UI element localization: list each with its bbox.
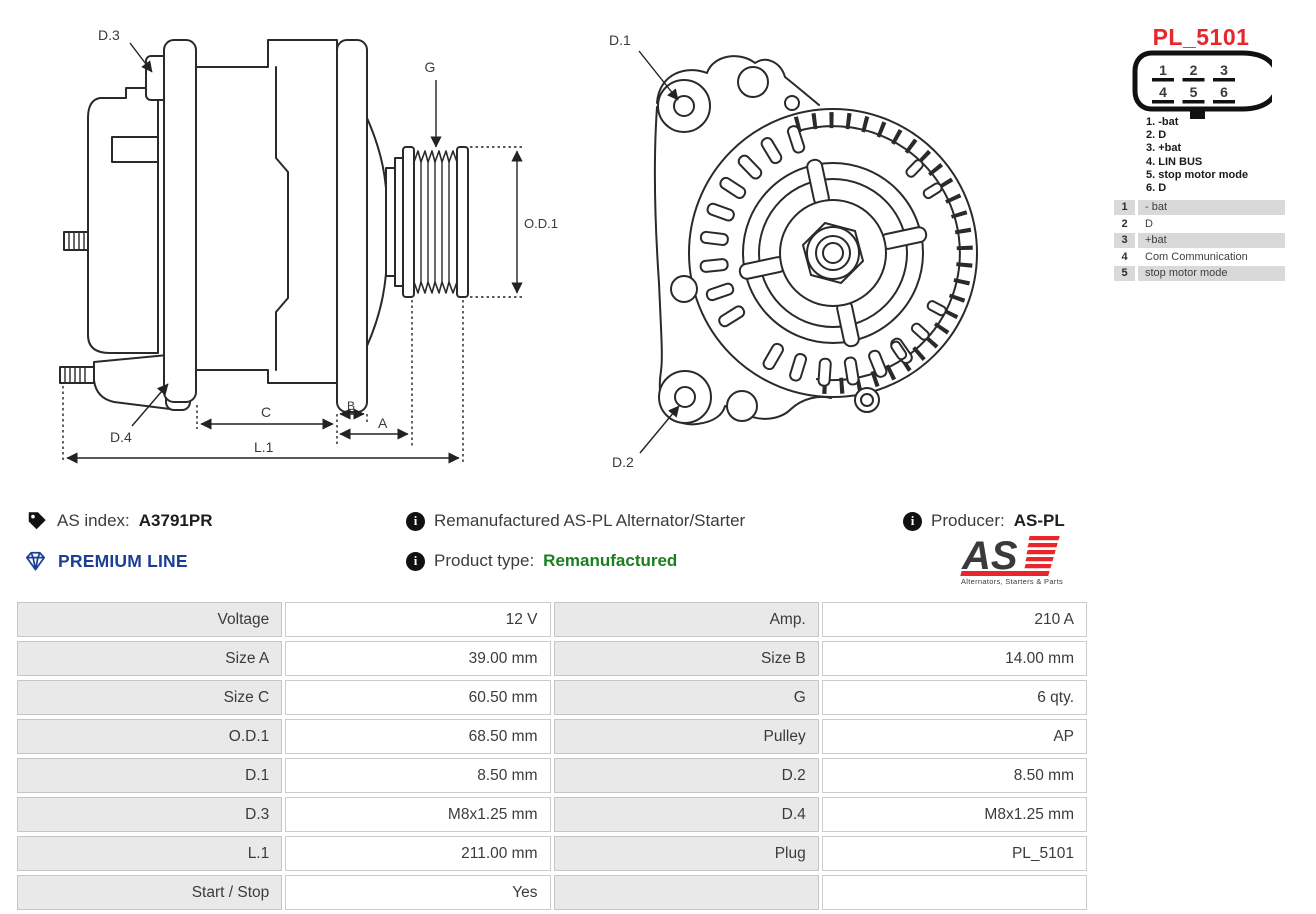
pin-map-row: 4 Com Communication [1114,249,1285,264]
spec-value-cell: PL_5101 [821,836,1087,871]
pin-legend-line: 3. +bat [1146,142,1182,155]
spec-value-cell: 14.00 mm [821,641,1087,676]
spec-value-cell: 12 V [285,602,551,637]
spec-label-cell: Size C [17,680,283,715]
dim-label-b: B [347,399,355,413]
spec-value-cell: 60.50 mm [285,680,551,715]
spec-value-cell: AP [821,719,1087,754]
product-description: Remanufactured AS-PL Alternator/Starter [434,511,746,530]
dim-label-d2: D.2 [612,454,634,470]
dim-label-d1: D.1 [609,32,631,48]
spec-label-cell: Plug [553,836,819,871]
pin-map-row: 3 +bat [1114,233,1285,248]
plug-code-title: PL_5101 [1152,24,1250,50]
premium-line-label: PREMIUM LINE [58,550,188,571]
info-icon: i [406,551,425,571]
product-type-value: Remanufactured [543,551,678,570]
spec-label-cell: G [553,680,819,715]
spec-label-cell: D.3 [17,797,283,832]
pin-map-row: 2 D [1114,216,1285,231]
pin-legend-line: 4. LIN BUS [1146,155,1203,168]
spec-value-cell: 8.50 mm [821,758,1087,793]
description-row: i Remanufactured AS-PL Alternator/Starte… [406,506,745,536]
pin-legend-line: 5. stop motor mode [1146,168,1249,181]
dim-label-d4: D.4 [110,429,132,445]
logo-text: AS [961,534,1018,578]
pin-legend-line: 2. D [1146,129,1167,142]
info-icon: i [406,511,425,531]
product-type-row: i Product type: Remanufactured [406,546,677,576]
diamond-icon [25,551,46,571]
spec-value-cell: 68.50 mm [285,719,551,754]
connector-diagram: 1 2 3 4 5 6 [1132,50,1272,119]
spec-value-cell: 210 A [821,602,1087,637]
tag-icon [28,512,46,530]
pin-number: 1 [1159,62,1167,78]
pin-map-table: 1 - bat 2 D 3 +bat 4 Com Communication 5… [1114,200,1285,283]
spec-label-cell: Amp. [553,602,819,637]
spec-label-cell: Voltage [17,602,283,637]
pin-map-row: 5 stop motor mode [1114,266,1285,281]
spec-label-cell: Start / Stop [17,875,283,910]
premium-line-row: PREMIUM LINE [22,546,188,576]
spec-row: Start / Stop Yes [17,875,1087,910]
info-icon: i [903,511,922,531]
producer-label: Producer: [931,511,1005,530]
producer-row: i Producer: AS-PL [903,506,1065,536]
spec-label-cell: D.4 [553,797,819,832]
pin-number: 2 [1190,62,1198,78]
product-type-label: Product type: [434,551,535,570]
dim-label-a: A [378,415,388,431]
spec-value-cell: 8.50 mm [285,758,551,793]
pin-legend-line: 6. D [1146,182,1167,195]
spec-value-cell: 39.00 mm [285,641,551,676]
spec-label-cell [553,875,819,910]
as-pl-logo: AS Alternators, Starters & Parts [960,534,1063,586]
spec-row: L.1 211.00 mm Plug PL_5101 [17,836,1087,871]
pin-number: 6 [1220,84,1228,100]
spec-value-cell: 211.00 mm [285,836,551,871]
dim-label-od1: O.D.1 [524,216,558,231]
dim-label-c: C [261,404,271,420]
spec-label-cell: D.1 [17,758,283,793]
spec-label-cell: O.D.1 [17,719,283,754]
front-view-diagram: D.1 D.2 [609,32,978,470]
spec-row: Voltage 12 V Amp. 210 A [17,602,1087,637]
as-index-label: AS index: [57,511,130,530]
as-index-row: AS index: A3791PR [26,506,212,536]
spec-value-cell: 6 qty. [821,680,1087,715]
spec-row: Size C 60.50 mm G 6 qty. [17,680,1087,715]
pin-legend: 1. -bat 2. D 3. +bat 4. LIN BUS 5. stop … [1146,116,1248,195]
pin-number: 4 [1159,84,1167,100]
dim-label-g: G [425,59,436,75]
pin-number: 3 [1220,62,1228,78]
as-index-value: A3791PR [138,511,213,530]
dim-label-d3: D.3 [98,27,120,43]
spec-table: Voltage 12 V Amp. 210 A Size A 39.00 mm … [14,598,1090,914]
spec-value-cell [821,875,1087,910]
spec-row: Size A 39.00 mm Size B 14.00 mm [17,641,1087,676]
spec-value-cell: M8x1.25 mm [821,797,1087,832]
producer-value: AS-PL [1013,511,1065,530]
spec-row: O.D.1 68.50 mm Pulley AP [17,719,1087,754]
spec-row: D.1 8.50 mm D.2 8.50 mm [17,758,1087,793]
spec-label-cell: Size A [17,641,283,676]
pin-legend-line: 1. -bat [1146,116,1179,128]
dim-label-l1: L.1 [254,439,274,455]
spec-label-cell: L.1 [17,836,283,871]
spec-label-cell: Pulley [553,719,819,754]
spec-row: D.3 M8x1.25 mm D.4 M8x1.25 mm [17,797,1087,832]
side-view-diagram: D.3 G O.D.1 D.4 C B A L.1 [59,27,558,464]
spec-value-cell: Yes [285,875,551,910]
logo-tagline: Alternators, Starters & Parts [961,577,1063,586]
spec-label-cell: Size B [553,641,819,676]
pin-number: 5 [1190,84,1198,100]
pin-map-row: 1 - bat [1114,200,1285,215]
spec-value-cell: M8x1.25 mm [285,797,551,832]
spec-label-cell: D.2 [553,758,819,793]
